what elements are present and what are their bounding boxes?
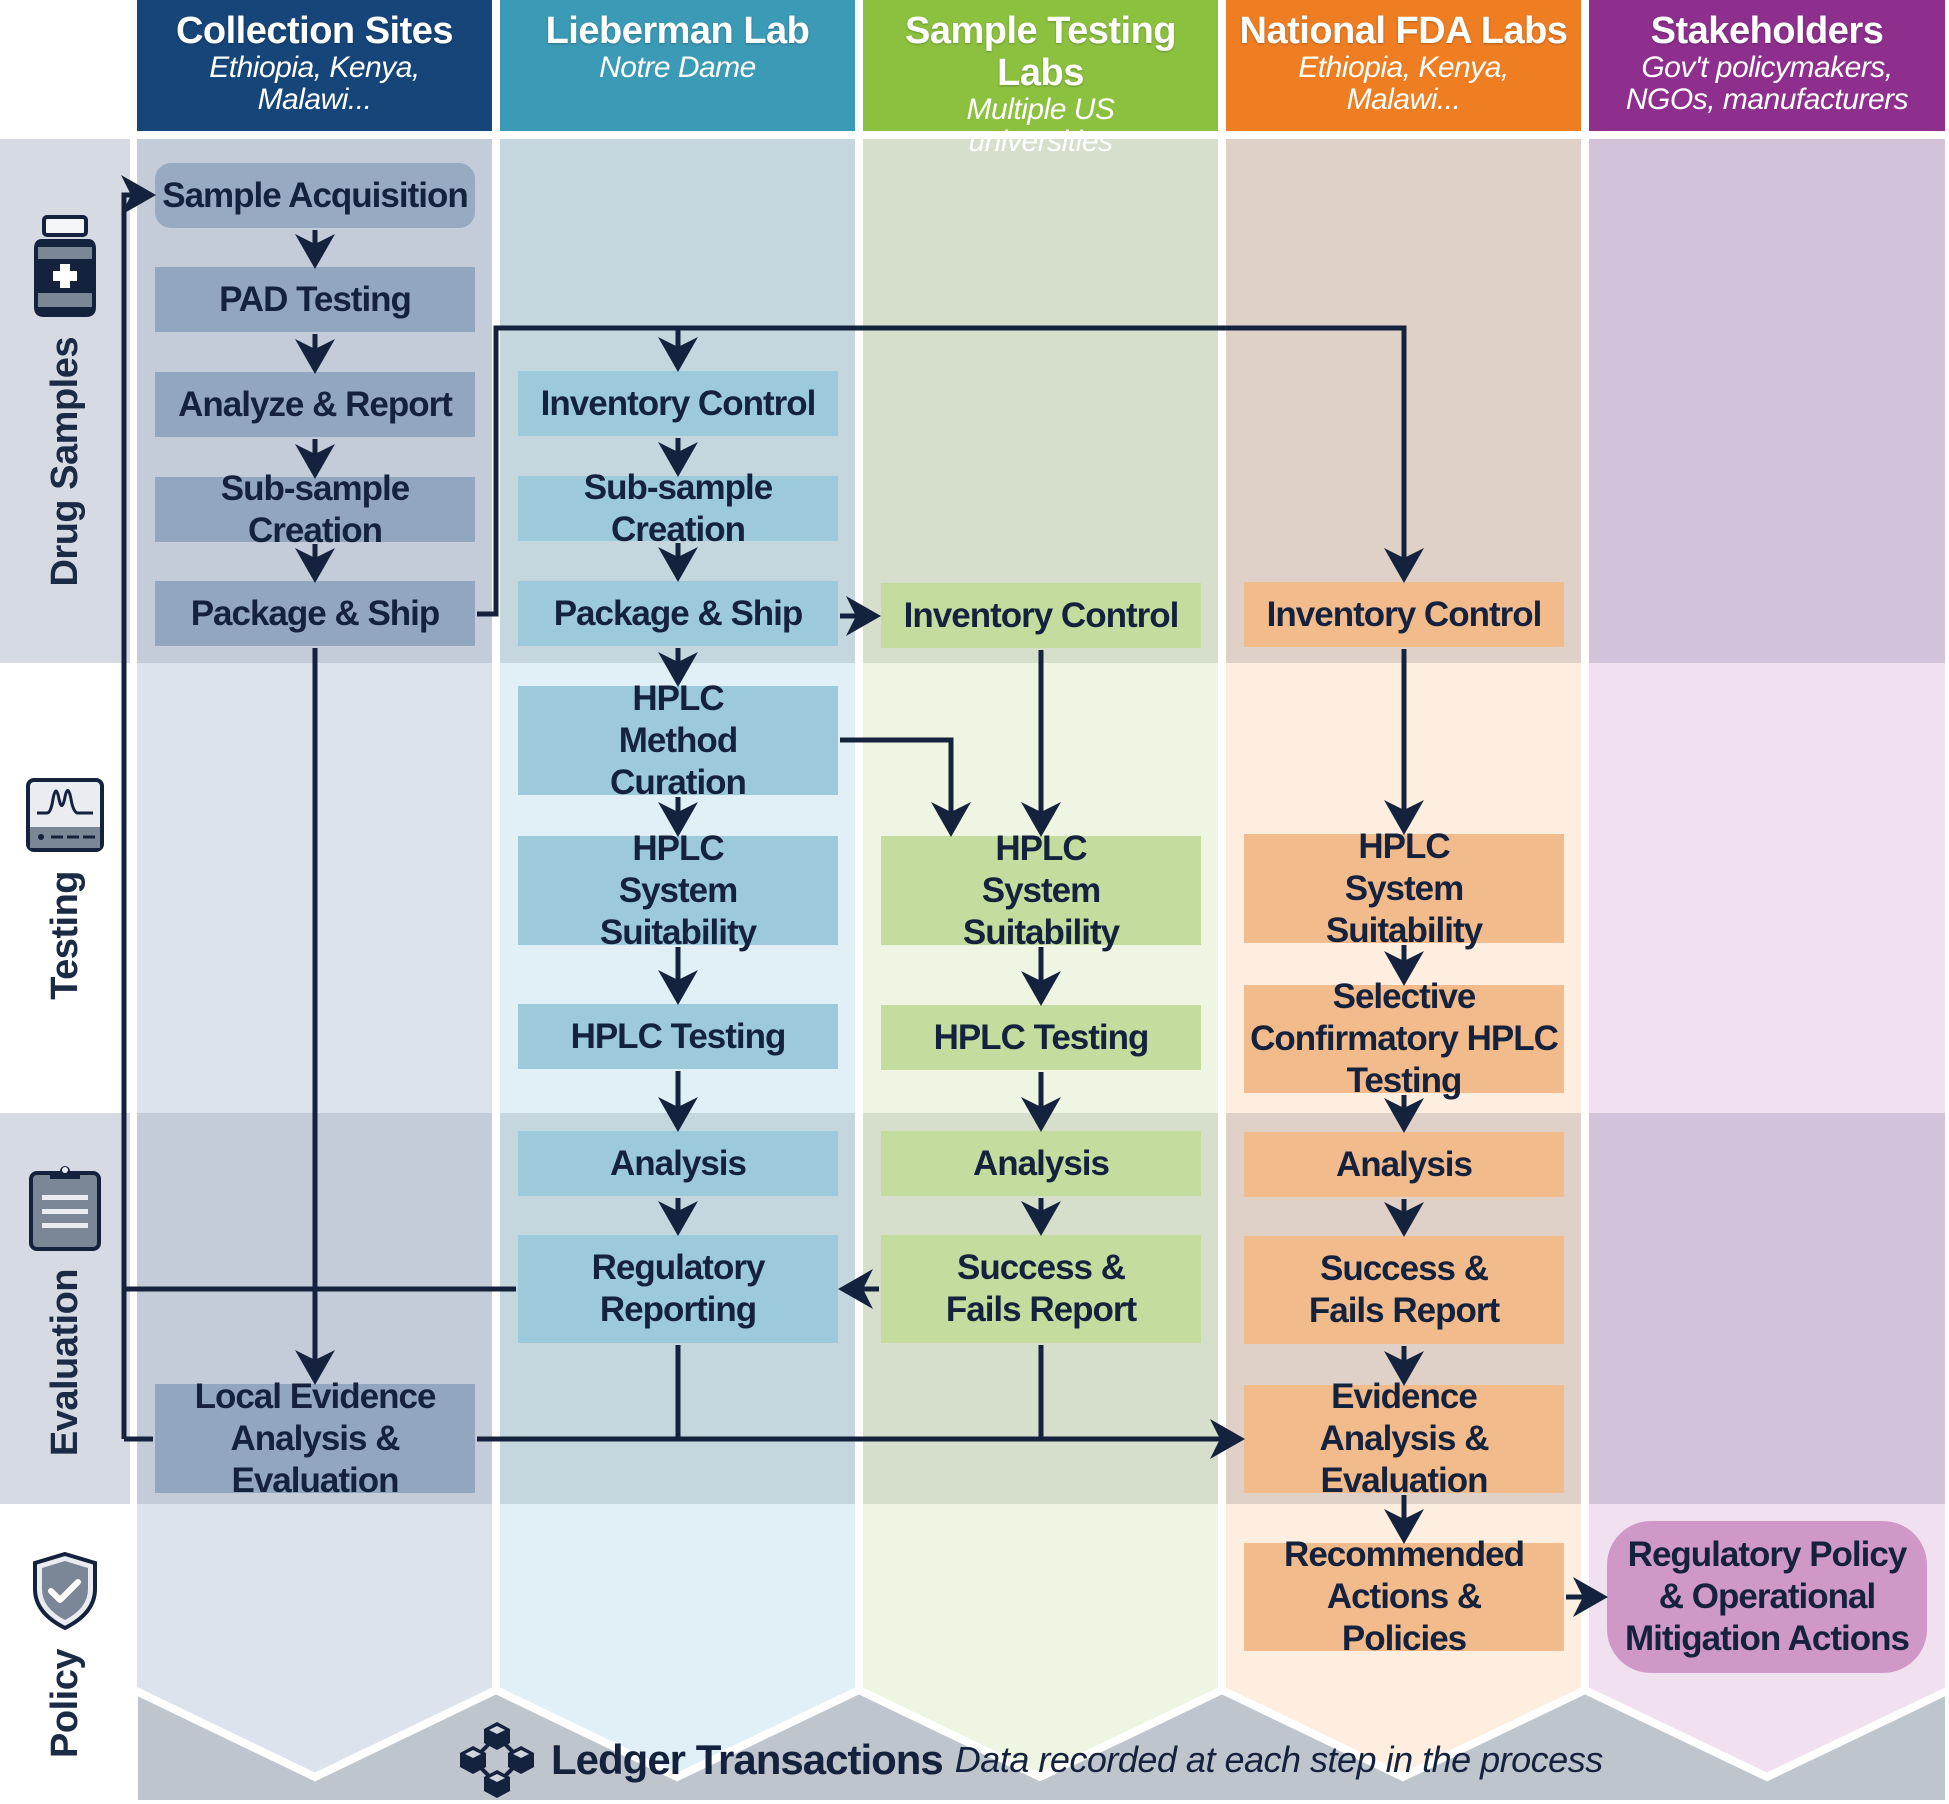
ledger-title: Ledger Transactions [551, 1736, 944, 1783]
step-evidence-analysis-evaluation[interactable]: Evidence Analysis & Evaluation [1244, 1377, 1564, 1500]
row-label-testing: Testing [0, 663, 130, 1113]
step-analysis-stl[interactable]: Analysis [881, 1131, 1201, 1196]
lane-stakeholders-row-2 [1589, 1113, 1945, 1504]
step-package-ship-cs[interactable]: Package & Ship [155, 581, 475, 646]
step-inventory-control-fda[interactable]: Inventory Control [1244, 582, 1564, 647]
step-pad-testing[interactable]: PAD Testing [155, 267, 475, 332]
chromatogram-monitor-icon [26, 777, 104, 852]
medicine-bottle-icon [34, 215, 96, 318]
ledger-band-polygon [130, 1683, 1949, 1804]
arrow-feedback-to-sample-acquisition [121, 175, 156, 1439]
column-subtitle: Ethiopia, Kenya, Malawi... [209, 51, 420, 116]
column-subtitle: Multiple US universities [966, 93, 1115, 158]
row-label-drug-samples: Drug Samples [0, 139, 130, 663]
column-title: National FDA Labs [1239, 10, 1568, 52]
step-success-fails-report-stl[interactable]: Success & Fails Report [881, 1235, 1201, 1343]
row-label-policy: Policy [0, 1504, 130, 1804]
arrow-ship-to-fda-inventory [477, 325, 1424, 617]
ledger-description: Data recorded at each step in the proces… [954, 1739, 1603, 1780]
step-regulatory-policy-mitigation[interactable]: Regulatory Policy & Operational Mitigati… [1607, 1521, 1927, 1673]
step-package-ship-ll[interactable]: Package & Ship [518, 581, 838, 646]
ledger-transactions: Ledger Transactions Data recorded at eac… [455, 1722, 1603, 1798]
column-subtitle: Gov't policymakers, NGOs, manufacturers [1625, 51, 1909, 116]
step-sub-sample-creation-ll[interactable]: Sub-sample Creation [518, 468, 838, 549]
lane-sample-testing-labs-row-0 [863, 139, 1218, 663]
shield-check-icon [33, 1551, 97, 1630]
clipboard-icon [29, 1165, 101, 1251]
step-inventory-control-stl[interactable]: Inventory Control [881, 583, 1201, 648]
column-header-collection-sites: Collection Sites Ethiopia, Kenya, Malawi… [137, 0, 492, 131]
column-title: Lieberman Lab [545, 10, 810, 52]
step-analyze-report[interactable]: Analyze & Report [155, 372, 475, 437]
column-header-sample-testing-labs: Sample Testing Labs Multiple US universi… [863, 0, 1218, 158]
step-analysis-ll[interactable]: Analysis [518, 1131, 838, 1196]
lane-stakeholders-row-0 [1589, 139, 1945, 663]
step-analysis-fda[interactable]: Analysis [1244, 1132, 1564, 1197]
column-subtitle: Notre Dame [599, 51, 756, 84]
step-hplc-testing-ll[interactable]: HPLC Testing [518, 1004, 838, 1069]
arrow-method-to-stl-suitability [840, 737, 971, 837]
column-header-national-fda-labs: National FDA Labs Ethiopia, Kenya, Malaw… [1226, 0, 1581, 131]
column-title: Sample Testing Labs [904, 10, 1177, 94]
column-header-stakeholders: Stakeholders Gov't policymakers, NGOs, m… [1589, 0, 1945, 131]
step-success-fails-report-fda[interactable]: Success & Fails Report [1244, 1236, 1564, 1344]
lane-stakeholders-row-1 [1589, 663, 1945, 1113]
row-label-evaluation: Evaluation [0, 1113, 130, 1504]
step-sample-acquisition[interactable]: Sample Acquisition [155, 163, 475, 228]
column-title: Stakeholders [1650, 10, 1884, 52]
column-header-lieberman-lab: Lieberman Lab Notre Dame [500, 0, 855, 131]
column-title: Collection Sites [175, 10, 454, 52]
step-regulatory-reporting[interactable]: Regulatory Reporting [518, 1235, 838, 1343]
step-inventory-control-ll[interactable]: Inventory Control [518, 371, 838, 436]
blockchain-icon [460, 1722, 534, 1798]
column-subtitle: Ethiopia, Kenya, Malawi... [1298, 51, 1509, 116]
step-hplc-testing-stl[interactable]: HPLC Testing [881, 1005, 1201, 1070]
